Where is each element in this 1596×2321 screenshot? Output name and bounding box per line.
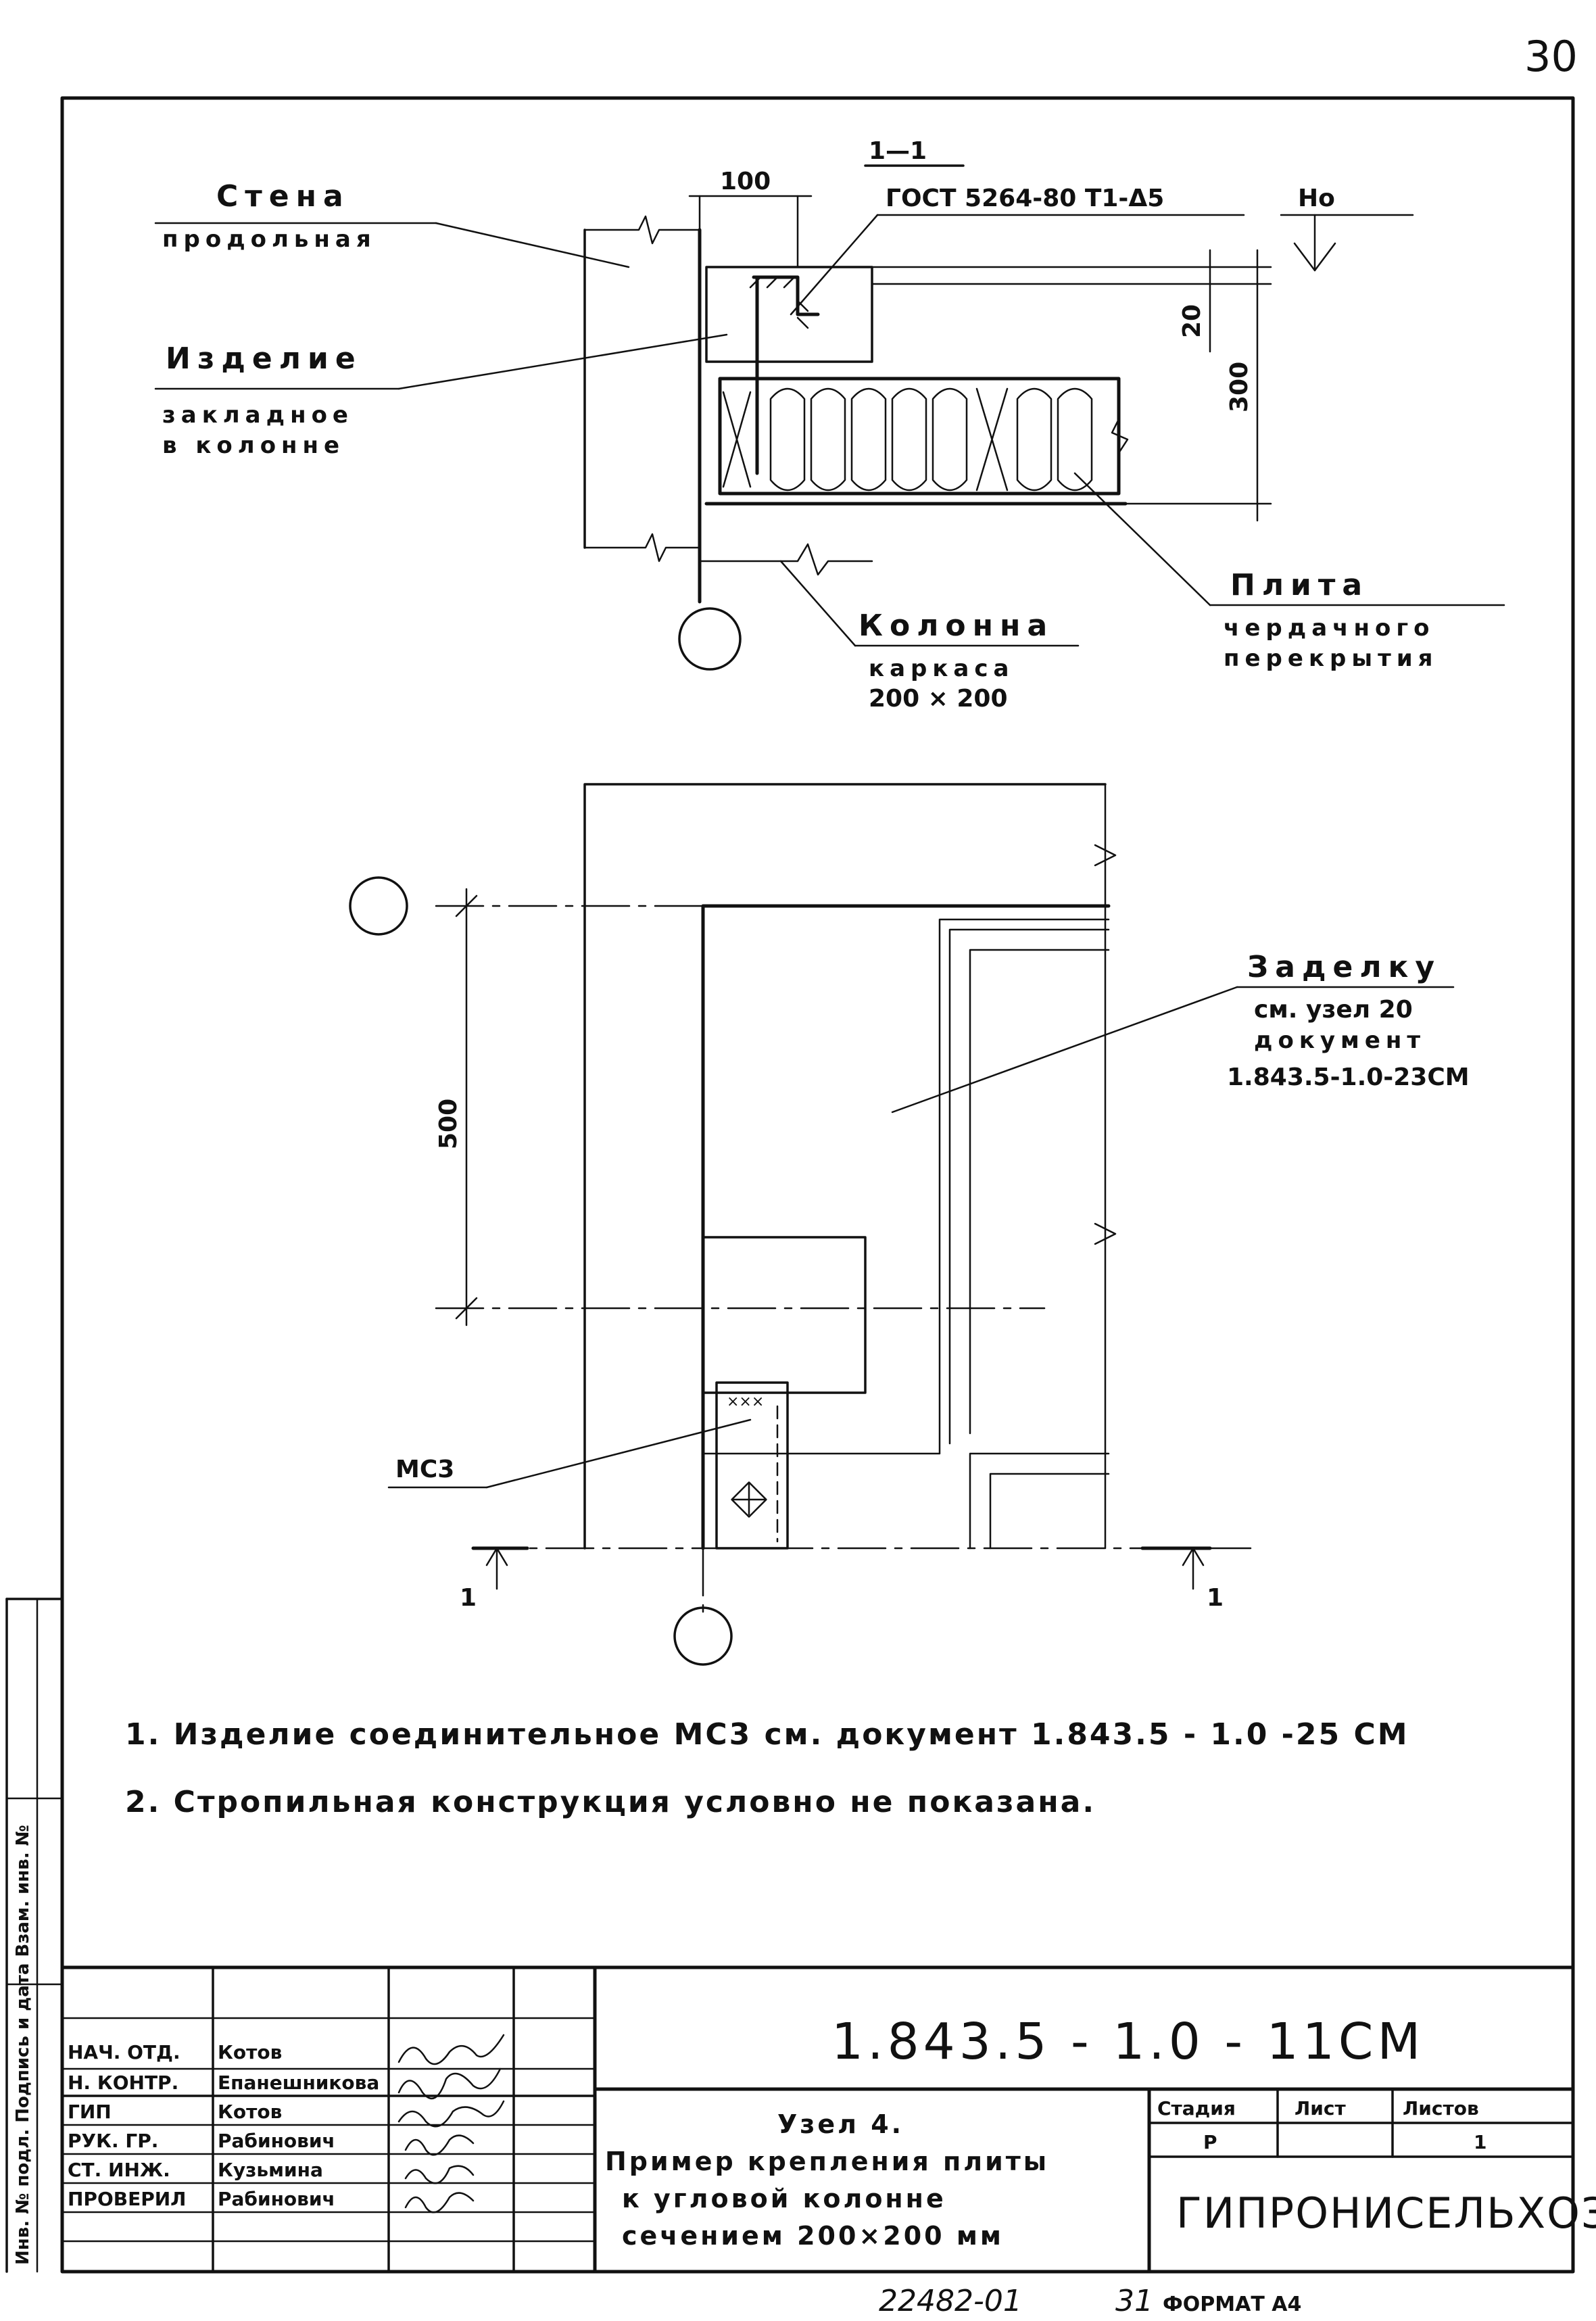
axis-bubble-plan-left [349, 876, 408, 936]
role-5: ПРОВЕРИЛ [68, 2188, 186, 2210]
weld-note: ГОСТ 5264-80 Т1-Δ5 [886, 185, 1164, 212]
sheet-frame [60, 96, 1575, 2274]
wall-break-bottom [583, 533, 701, 563]
label-msz: МС3 [395, 1456, 454, 1483]
dim-500: 500 [435, 1099, 462, 1149]
title-line-2: к угловой колонне [622, 2184, 946, 2214]
side-strip-text: Инв. № подл. Подпись и дата Взам. инв. № [13, 1825, 33, 2265]
title-line-1: Пример крепления плиты [605, 2147, 1049, 2176]
column-break [698, 543, 873, 576]
weld-leader [790, 214, 879, 316]
plan-column-face [701, 904, 1111, 1550]
slab-insulation-hatch [722, 387, 1093, 492]
level-mark: Hо [1298, 185, 1335, 212]
name-5: Рабинович [218, 2188, 335, 2210]
doc-code: 1.843.5 - 1.0 - 11СМ [831, 2013, 1424, 2071]
msz-leader [485, 1418, 752, 1489]
wall-leader [435, 222, 630, 268]
label-wall-sub: продольная [162, 226, 377, 253]
side-strip: Инв. № подл. Подпись и дата Взам. инв. № [5, 1598, 64, 2273]
label-seal-title: Заделку [1247, 950, 1441, 984]
title-block: НАЧ. ОТД. Котов Н. КОНТР. Епанешникова Г… [60, 1965, 1596, 2274]
role-2: ГИП [68, 2101, 112, 2123]
name-4: Кузьмина [218, 2159, 323, 2181]
stage-header: Стадия [1157, 2097, 1236, 2120]
title-line-0: Узел 4. [777, 2109, 904, 2139]
name-1: Епанешникова [218, 2072, 379, 2094]
label-seal-sub2: документ [1254, 1027, 1426, 1054]
label-column-sub2: 200 × 200 [869, 685, 1008, 713]
name-2: Котов [218, 2101, 282, 2123]
slab-leader [1073, 472, 1211, 606]
name-0: Котов [218, 2041, 282, 2063]
label-column-title: Колонна [859, 608, 1054, 643]
slab-section [718, 377, 1121, 496]
sheets-value: 1 [1474, 2131, 1486, 2153]
section-labels: Стена продольная Изделие закладное в кол… [154, 179, 1505, 713]
stage-value: Р [1203, 2131, 1217, 2153]
cut-label-left: 1 [460, 1584, 477, 1612]
weld-marks: ××× [727, 1393, 764, 1410]
role-1: Н. КОНТР. [68, 2072, 178, 2094]
plan-slab-3 [969, 1452, 1110, 1550]
label-slab-sub1: чердачного [1224, 615, 1434, 642]
label-column-sub1: каркаса [869, 655, 1014, 682]
label-wall-title: Стена [216, 179, 350, 214]
plan-outer-wall [583, 783, 1107, 1550]
axis-bubble-top-section [678, 607, 742, 671]
note-1: 1. Изделие соединительное МС3 см. докуме… [125, 1717, 1409, 1752]
label-embed-title: Изделие [166, 341, 362, 376]
label-slab-sub2: перекрытия [1224, 645, 1438, 672]
section-mark: 1—1 [869, 137, 927, 165]
wall-break-top [583, 215, 701, 245]
label-embed-sub2: в колонне [162, 432, 345, 459]
page-number: 30 [1524, 32, 1578, 81]
note-2: 2. Стропильная конструкция условно не по… [125, 1785, 1096, 1819]
label-slab-title: Плита [1230, 568, 1369, 602]
label-seal-sub1: см. узел 20 [1254, 996, 1413, 1024]
column-leader [779, 560, 856, 647]
label-seal-sub3: 1.843.5-1.0-23СМ [1227, 1063, 1470, 1091]
sheet-number: 31 [1115, 2284, 1153, 2318]
plan-column-block [702, 1236, 867, 1394]
name-3: Рабинович [218, 2130, 335, 2152]
plan-view: ××× 500 1 1 [349, 783, 1252, 1666]
embed-plate [705, 266, 873, 363]
plan-slab-1 [702, 918, 1110, 1455]
slab-break [1111, 418, 1129, 454]
role-0: НАЧ. ОТД. [68, 2041, 180, 2063]
axis-bubble-plan-bottom [673, 1606, 733, 1666]
signatures [397, 2034, 505, 2214]
organization: ГИПРОНИСЕЛЬХОЗ [1176, 2188, 1596, 2238]
role-3: РУК. ГР. [68, 2130, 158, 2152]
section-1-1: 1—1 ГОСТ 5264-80 Т1-Δ5 Hо 100 [583, 137, 1414, 671]
sheet-header: Лист [1295, 2097, 1346, 2120]
sheets-header: Листов [1403, 2097, 1479, 2120]
format-label: ФОРМАТ А4 [1163, 2293, 1301, 2316]
angle-bracket [752, 275, 820, 316]
seal-leader [891, 986, 1238, 1114]
label-embed-sub1: закладное [162, 402, 354, 429]
cut-label-right: 1 [1207, 1584, 1224, 1612]
dim-20: 20 [1178, 304, 1206, 338]
level-mark-arrow [1293, 242, 1336, 272]
dim-100: 100 [720, 168, 771, 195]
role-4: СТ. ИНЖ. [68, 2159, 170, 2181]
archive-number: 22482-01 [879, 2284, 1022, 2318]
dim-300: 300 [1226, 362, 1253, 412]
title-line-3: сечением 200×200 мм [622, 2221, 1004, 2251]
plan-slab-2 [969, 949, 1110, 1435]
embed-leader [397, 333, 728, 390]
plan-labels: Заделку см. узел 20 документ 1.843.5-1.0… [387, 950, 1470, 1489]
